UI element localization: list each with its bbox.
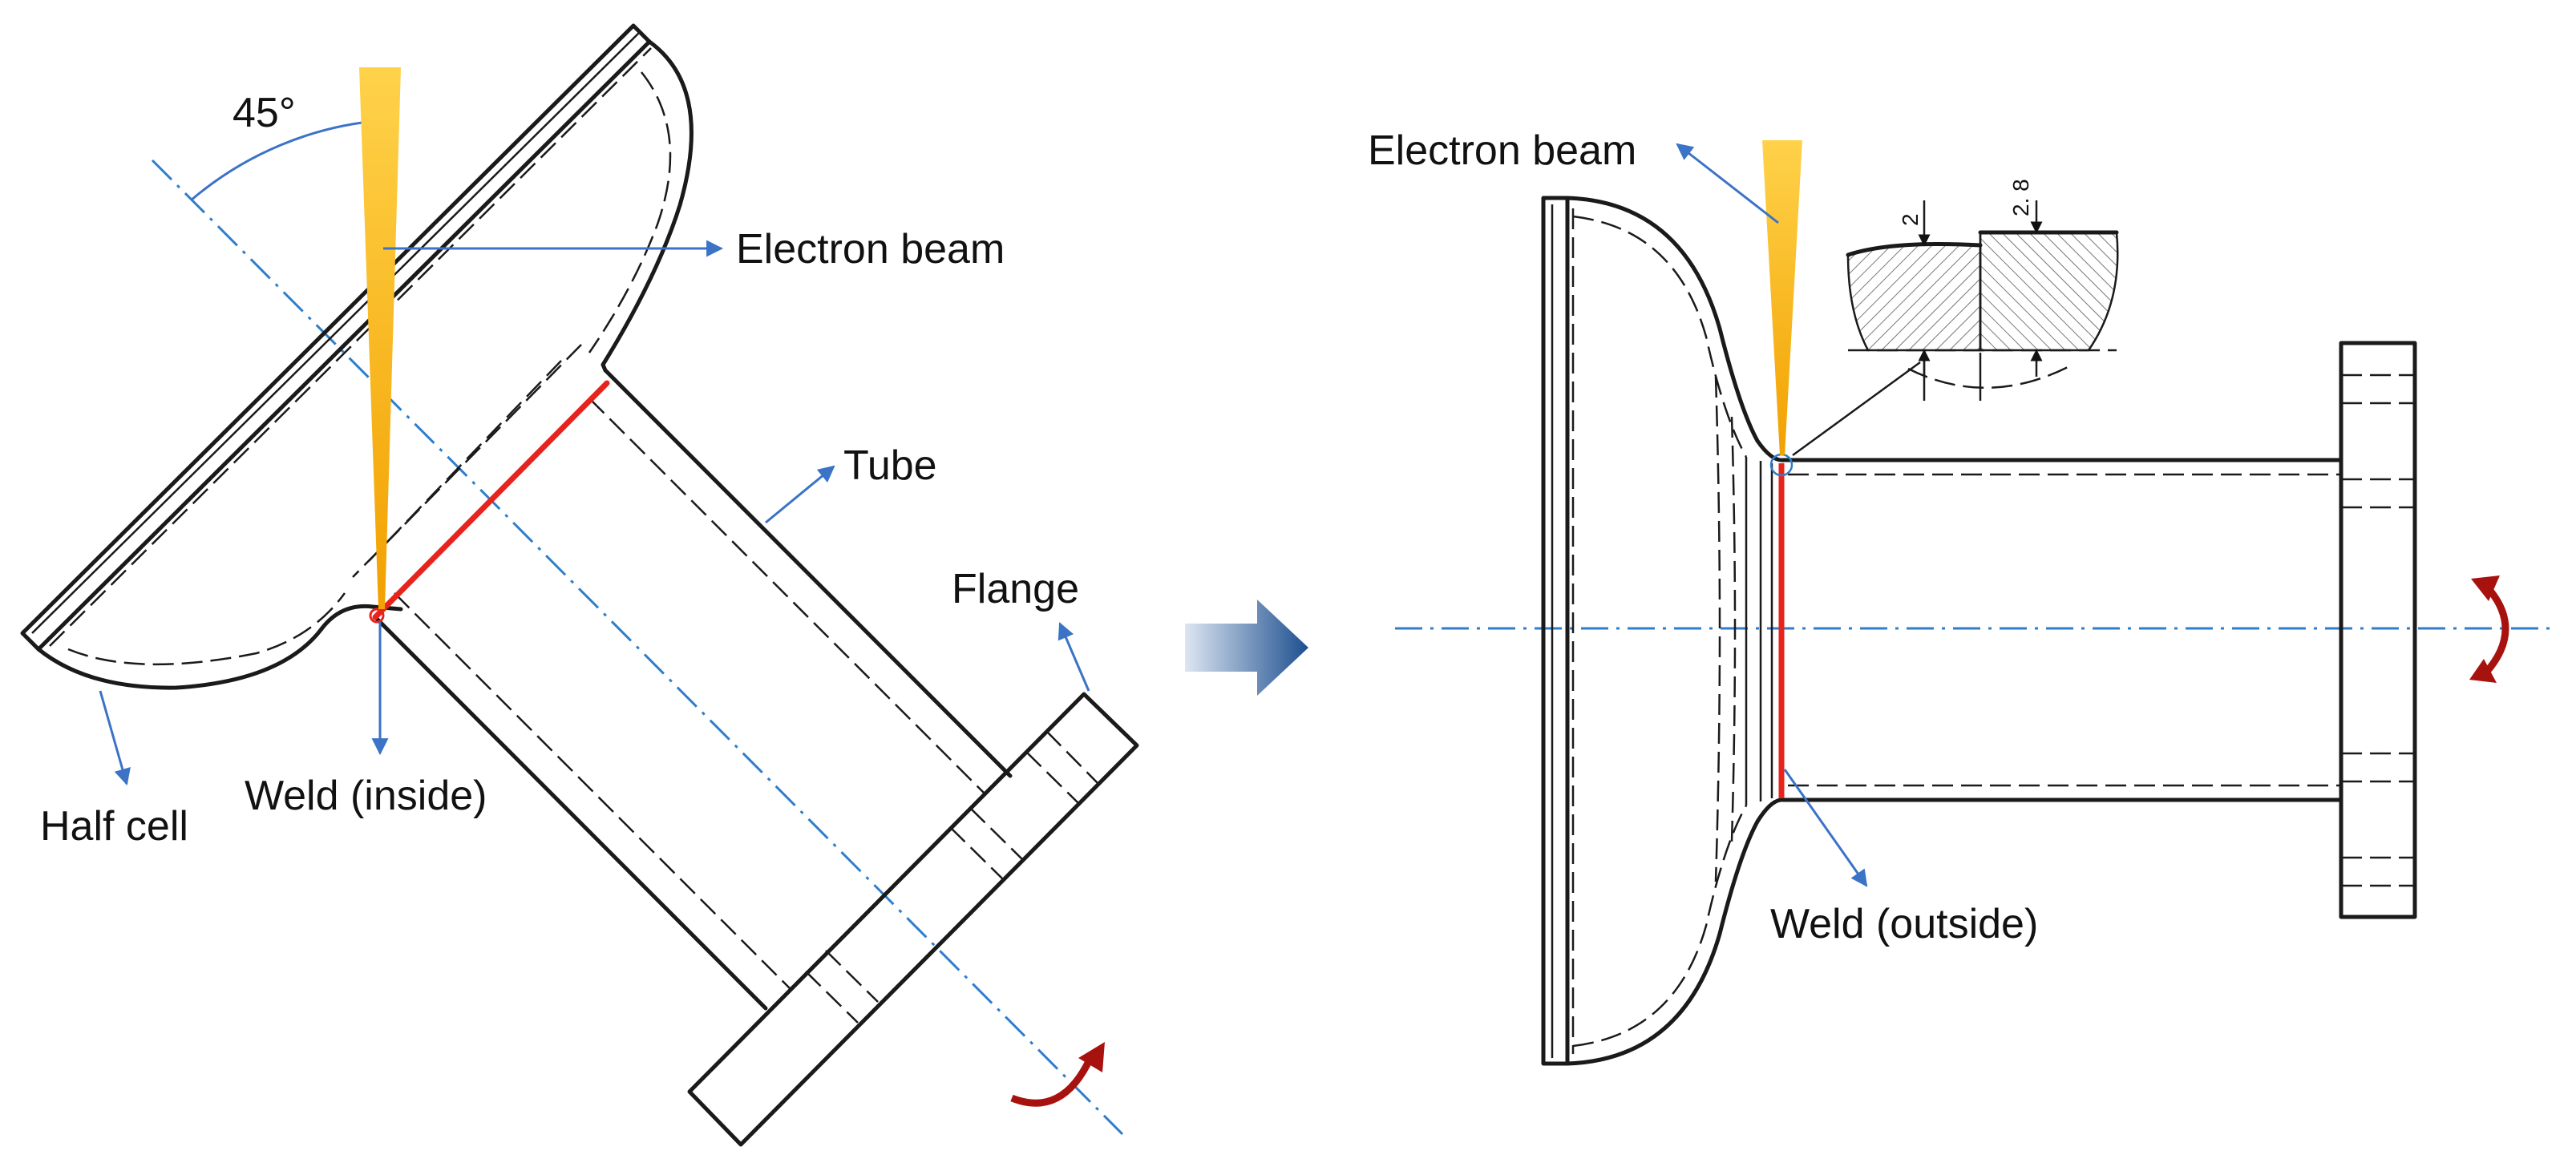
transition-arrow-icon xyxy=(1185,600,1308,696)
flange-pointer xyxy=(1057,622,1090,692)
flange xyxy=(687,692,1139,1147)
right-electron-beam-icon xyxy=(1762,140,1802,455)
tube-label: Tube xyxy=(843,442,937,489)
flange-label: Flange xyxy=(952,566,1079,612)
half-cell-label: Half cell xyxy=(40,803,188,850)
rotation-arrow-icon xyxy=(1010,1042,1105,1107)
beam-label: Electron beam xyxy=(736,226,1005,273)
weld-outside-label: Weld (outside) xyxy=(1770,901,2038,947)
half-cell xyxy=(20,23,694,690)
electron-beam-icon xyxy=(359,67,401,609)
weld-outside-pointer xyxy=(1783,769,1868,887)
detail-dim-b: 2. 8 xyxy=(2008,179,2033,216)
angle-label: 45° xyxy=(233,90,296,136)
tube xyxy=(352,344,1013,1011)
angle-arc xyxy=(190,113,386,202)
weld-inside xyxy=(372,380,610,620)
detail-dim-a: 2 xyxy=(1898,213,1923,226)
right-figure: 2 2. 8 Electron beam Weld (outside) xyxy=(1368,127,2558,1066)
right-tube xyxy=(1781,458,2343,802)
right-flange xyxy=(2339,341,2417,919)
half-cell-pointer xyxy=(99,690,131,786)
right-beam-pointer xyxy=(1676,143,1779,224)
left-center-axis xyxy=(151,159,1124,1136)
right-rotation-arrow-icon xyxy=(2469,575,2509,683)
right-beam-label: Electron beam xyxy=(1368,127,1636,174)
weld-inside-label: Weld (inside) xyxy=(245,773,487,819)
tube-pointer xyxy=(765,465,835,524)
weld-detail-view: 2 2. 8 xyxy=(1792,179,2119,457)
left-figure: 45° Electron beam Tube Flange Weld (insi… xyxy=(20,23,1139,1147)
right-half-cell xyxy=(1541,196,1786,1066)
